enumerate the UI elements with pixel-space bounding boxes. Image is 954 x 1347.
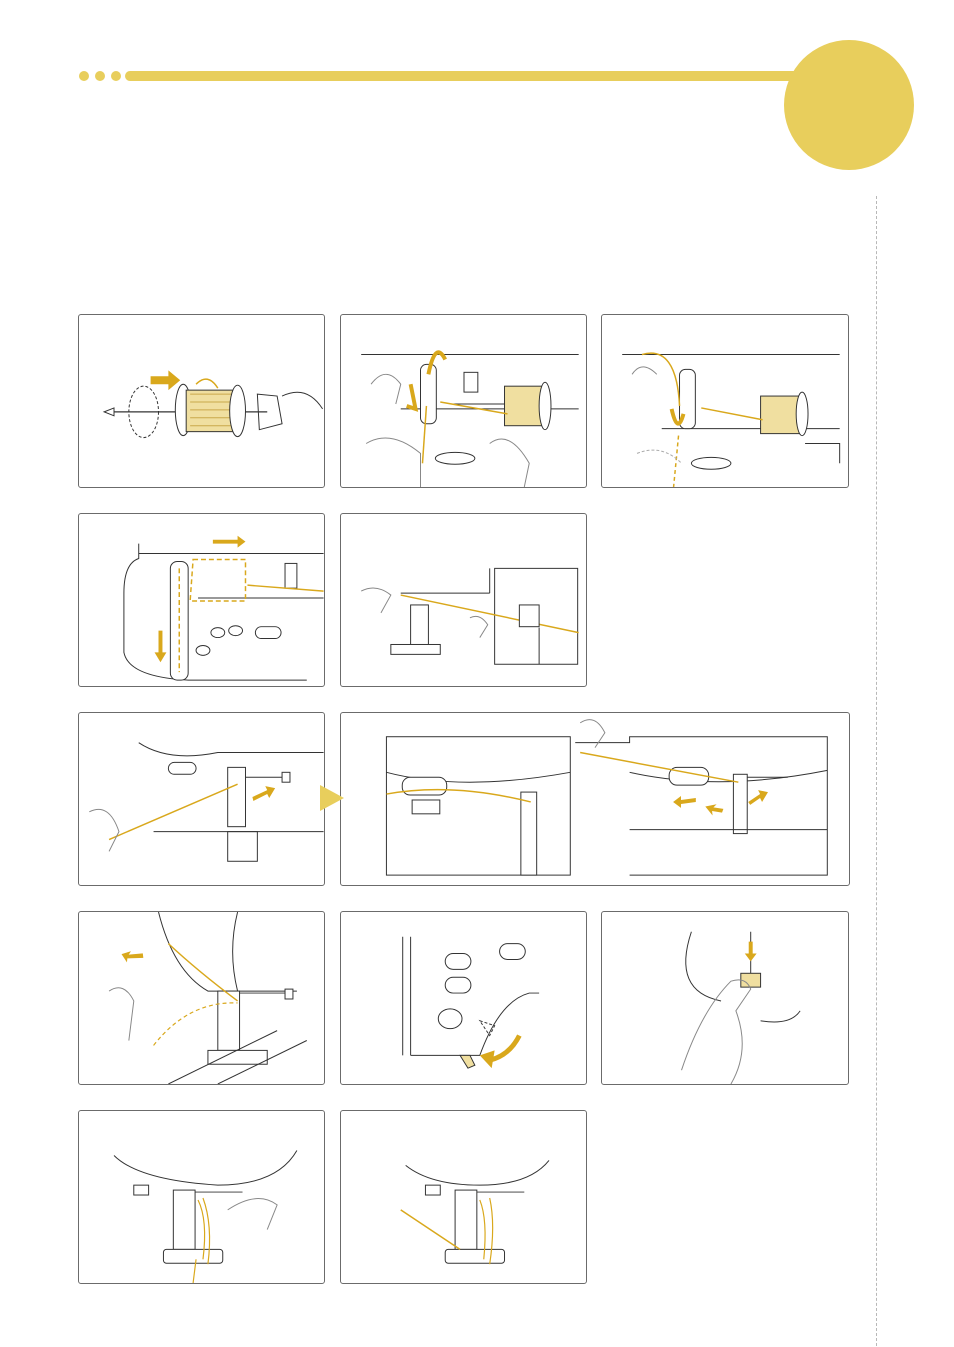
presser-foot-hand-panel	[78, 1110, 325, 1284]
needle-threading-illustration	[79, 713, 324, 885]
step-arrow	[320, 785, 344, 811]
threading-path-illustration	[79, 514, 324, 686]
needle-thread-left-panel	[78, 712, 325, 886]
needle-bar-guide-illustration	[341, 514, 586, 686]
thread-cutter-illustration	[79, 912, 324, 1084]
header-dot	[111, 71, 121, 81]
needle-threader-detail-illustration	[341, 713, 849, 885]
presser-foot-hand-illustration	[79, 1111, 324, 1283]
presser-foot-thread-illustration	[341, 1111, 586, 1283]
threader-lever-illustration	[341, 912, 586, 1084]
lever-press-illustration	[602, 912, 848, 1084]
threading-path-panel	[78, 513, 325, 687]
needle-thread-detail-panel	[340, 712, 850, 886]
thread-guide-illustration	[341, 315, 586, 487]
thread-guide-hook-panel	[601, 314, 849, 488]
threader-lever-panel	[340, 911, 587, 1085]
margin-dashed-rule	[876, 196, 877, 1346]
thread-guide-top-panel	[340, 314, 587, 488]
header-dot	[79, 71, 89, 81]
header-rule	[125, 71, 825, 81]
header-dot	[95, 71, 105, 81]
chapter-tab-circle	[784, 40, 914, 170]
thread-hook-illustration	[602, 315, 848, 487]
spool-on-pin-illustration	[79, 315, 324, 487]
thread-cutter-panel	[78, 911, 325, 1085]
spool-pin-panel	[78, 314, 325, 488]
needle-bar-guide-panel	[340, 513, 587, 687]
presser-foot-thread-panel	[340, 1110, 587, 1284]
lever-press-panel	[601, 911, 849, 1085]
